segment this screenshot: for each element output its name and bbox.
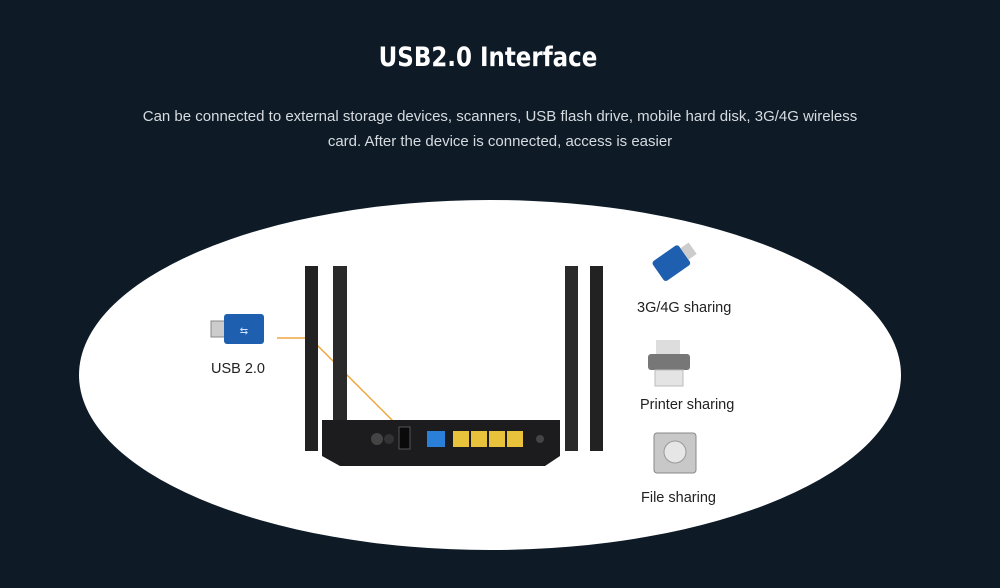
usb-modem-icon — [652, 242, 697, 281]
feature-label-printer: Printer sharing — [640, 397, 735, 413]
printer-icon — [648, 340, 690, 387]
svg-text:⇆: ⇆ — [240, 326, 248, 337]
feature-label-3g4g: 3G/4G sharing — [637, 300, 732, 316]
hard-disk-icon — [653, 432, 697, 474]
router-image — [305, 266, 603, 466]
usb-stick-icon: ⇆ — [210, 314, 264, 344]
spotlight-ellipse — [79, 200, 901, 550]
usb-label: USB 2.0 — [211, 361, 265, 377]
feature-label-file: File sharing — [641, 490, 716, 506]
page-title: USB2.0 Interface — [378, 42, 598, 73]
page-description: Can be connected to external storage dev… — [142, 108, 858, 150]
